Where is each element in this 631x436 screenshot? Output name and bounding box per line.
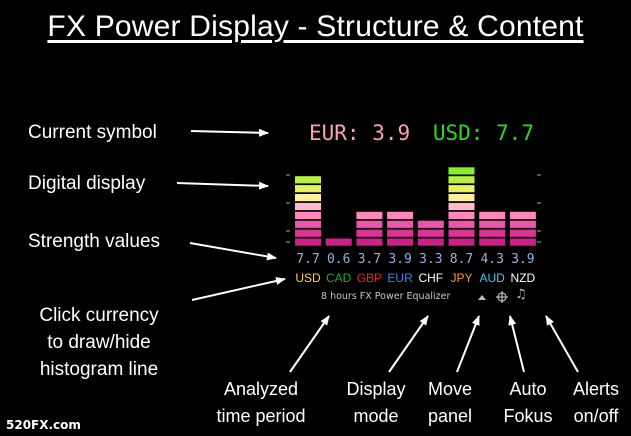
currency-button-eur[interactable]: EUR xyxy=(387,271,413,285)
bar-segment-jpy xyxy=(448,176,475,184)
bar-segment-usd xyxy=(295,185,321,193)
bar-segment-cad xyxy=(325,238,352,246)
arrow-move-panel xyxy=(456,315,480,373)
arrow-current-symbol xyxy=(190,128,269,137)
page-title: FX Power Display - Structure & Content xyxy=(47,10,584,43)
arrow-click-currency xyxy=(191,277,286,301)
bar-segment-usd xyxy=(295,220,321,228)
arrow-time-period xyxy=(289,315,330,373)
label-display-line2: mode xyxy=(353,406,399,426)
bar-segment-jpy xyxy=(448,211,475,219)
bar-segment-jpy xyxy=(448,220,475,228)
bar-segment-gbp xyxy=(356,220,383,228)
arrow-strength-values xyxy=(189,242,277,261)
bar-segment-gbp xyxy=(356,211,383,219)
label-click-currency-line3: histogram line xyxy=(39,359,159,380)
label-display-mode: Display mode xyxy=(338,376,414,430)
currency-button-gbp[interactable]: GBP xyxy=(356,271,383,285)
strength-value-nzd: 3.9 xyxy=(511,252,535,267)
label-alerts-line1: Alerts xyxy=(572,379,619,399)
currency-button-usd[interactable]: USD xyxy=(295,271,321,285)
label-click-currency-line1: Click currency xyxy=(39,305,159,326)
arrow-auto-fokus xyxy=(508,315,525,373)
bar-segment-eur xyxy=(387,238,414,246)
equalizer-footer-text: 8 hours FX Power Equalizer xyxy=(321,291,451,302)
label-analyzed-line1: Analyzed xyxy=(223,379,299,399)
currency-button-aud[interactable]: AUD xyxy=(479,271,505,285)
bar-segment-eur xyxy=(387,211,414,219)
bar-segment-jpy xyxy=(448,238,475,246)
arrow-alerts xyxy=(545,315,579,373)
label-move-line2: panel xyxy=(427,406,473,426)
label-display-line1: Display xyxy=(346,379,406,399)
strength-value-cad: 0.6 xyxy=(326,252,351,267)
site-logo: 520FX.com xyxy=(6,418,81,432)
bar-segment-usd xyxy=(295,176,321,184)
strength-value-eur: 3.9 xyxy=(388,252,412,267)
crosshair-icon xyxy=(496,291,508,303)
label-digital-display: Digital display xyxy=(28,173,146,194)
symbol-quote-value: USD: 7.7 xyxy=(432,121,534,145)
label-alerts-line2: on/off xyxy=(573,406,619,426)
label-analyzed-line2: time period xyxy=(216,406,306,426)
currency-button-cad[interactable]: CAD xyxy=(326,271,352,285)
strength-value-gbp: 3.7 xyxy=(357,252,382,267)
equalizer-bars xyxy=(295,167,536,246)
bar-segment-usd xyxy=(295,229,321,237)
label-move-line1: Move xyxy=(427,379,472,399)
bar-segment-jpy xyxy=(448,194,475,202)
bar-segment-usd xyxy=(295,211,321,219)
strength-value-jpy: 8.7 xyxy=(449,252,474,267)
bar-segment-jpy xyxy=(448,185,475,193)
bar-segment-jpy xyxy=(448,167,475,175)
bar-segment-jpy xyxy=(448,202,475,211)
bar-segment-eur xyxy=(387,229,414,237)
music-note-icon[interactable]: ♫ xyxy=(515,287,527,302)
bar-segment-aud xyxy=(479,211,506,219)
bar-segment-aud xyxy=(479,220,506,228)
pointer-arrows xyxy=(176,128,579,373)
label-click-currency: Click currency to draw/hide histogram li… xyxy=(29,302,169,383)
label-move-panel: Move panel xyxy=(418,376,482,430)
currency-button-chf[interactable]: CHF xyxy=(418,271,444,285)
arrow-digital-display xyxy=(176,181,269,190)
bar-segment-chf xyxy=(417,229,444,237)
label-alerts: Alerts on/off xyxy=(563,376,629,430)
bar-segment-usd xyxy=(295,194,321,202)
bar-segment-nzd xyxy=(509,211,536,219)
label-current-symbol: Current symbol xyxy=(28,122,157,143)
bar-segment-nzd xyxy=(509,238,536,246)
dash-markers xyxy=(286,174,541,243)
bar-segment-eur xyxy=(387,220,414,228)
arrow-display-mode xyxy=(388,315,429,373)
symbol-base-value: EUR: 3.9 xyxy=(309,121,411,145)
strength-value-chf: 3.3 xyxy=(419,252,443,267)
label-click-currency-line2: to draw/hide xyxy=(47,332,151,353)
currency-button-nzd[interactable]: NZD xyxy=(510,271,536,285)
currency-button-jpy[interactable]: JPY xyxy=(450,271,473,285)
bar-segment-nzd xyxy=(509,220,536,228)
label-auto-line1: Auto xyxy=(509,379,547,399)
strength-value-usd: 7.7 xyxy=(296,252,320,267)
strength-value-aud: 4.3 xyxy=(480,252,504,267)
label-auto-fokus: Auto Fokus xyxy=(497,376,559,430)
bar-segment-aud xyxy=(479,229,506,237)
bar-segment-gbp xyxy=(356,229,383,237)
move-up-triangle-icon xyxy=(478,295,486,300)
bar-segment-gbp xyxy=(356,238,383,246)
bar-segment-usd xyxy=(295,202,321,211)
label-analyzed-period: Analyzed time period xyxy=(196,376,326,430)
label-strength-values: Strength values xyxy=(28,231,161,252)
bar-segment-jpy xyxy=(448,229,475,237)
label-auto-line2: Fokus xyxy=(503,406,553,426)
symbol-readout: EUR: 3.9 USD: 7.7 xyxy=(309,121,534,145)
bar-segment-aud xyxy=(479,238,506,246)
bar-segment-usd xyxy=(295,238,321,246)
bar-segment-nzd xyxy=(509,229,536,237)
bar-segment-chf xyxy=(417,220,444,228)
bar-segment-chf xyxy=(417,238,444,246)
